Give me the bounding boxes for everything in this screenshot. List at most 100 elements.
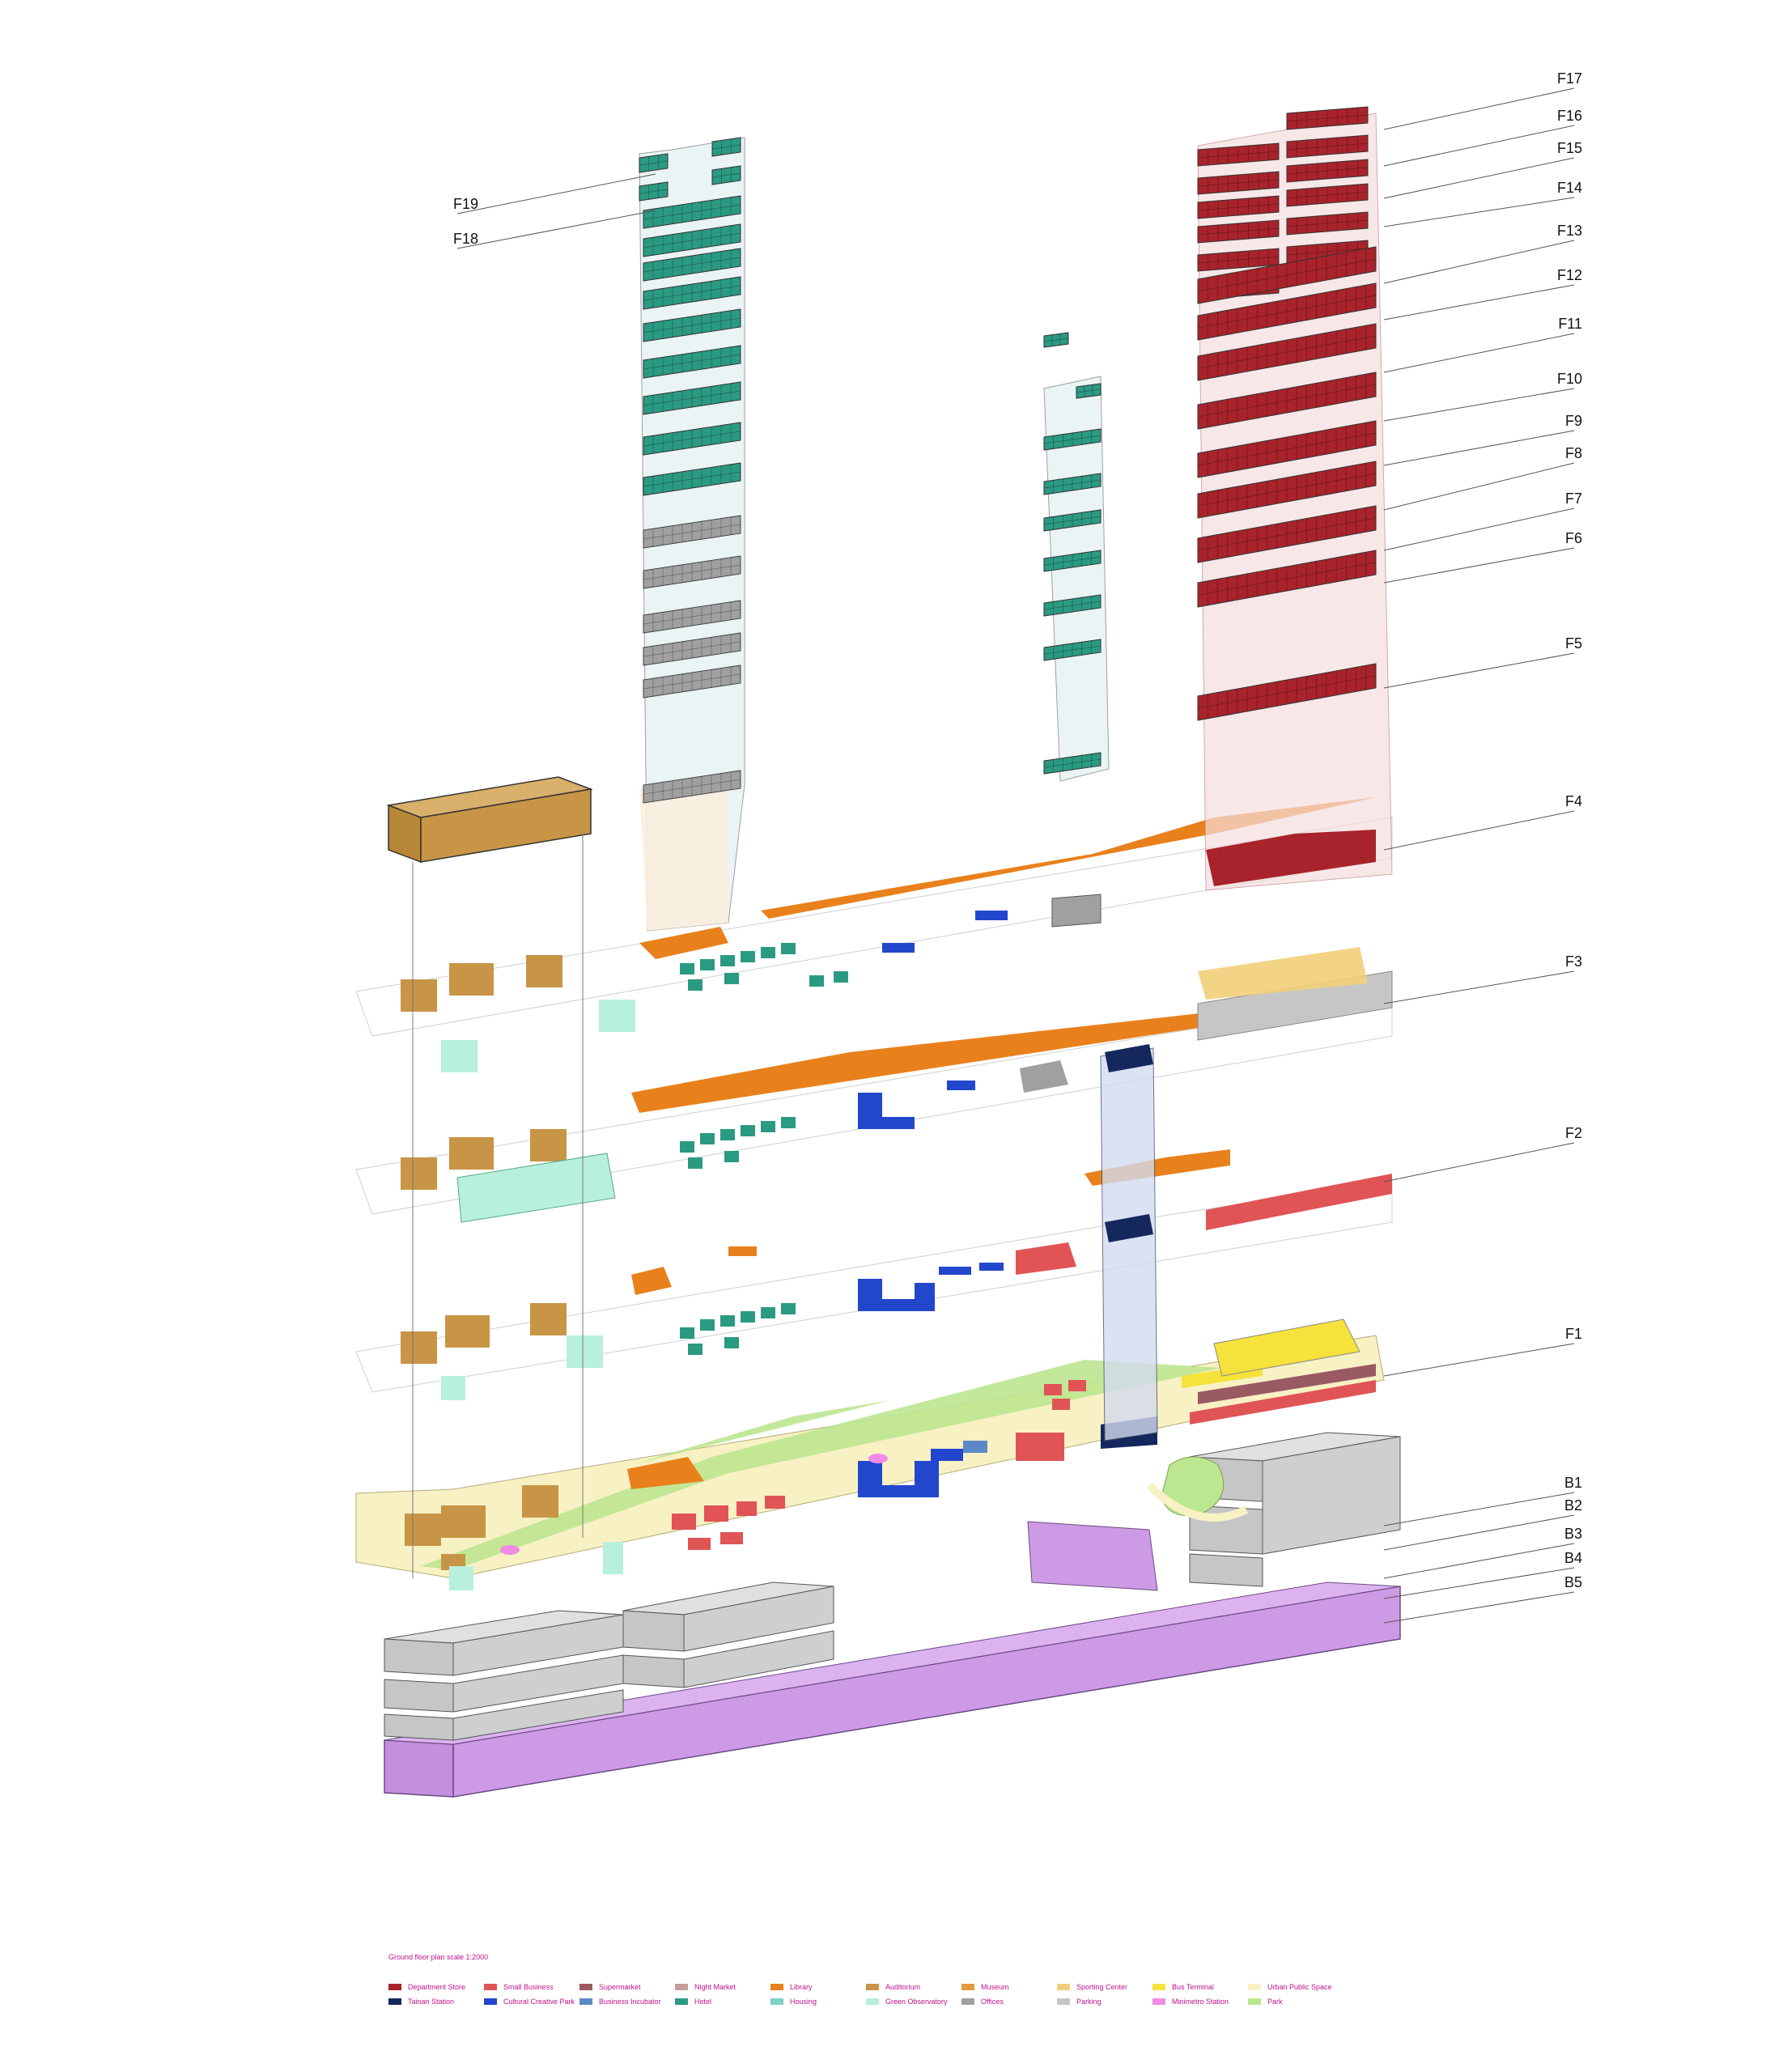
- leader-line-f10: [1383, 388, 1575, 422]
- floor-slab: [643, 422, 741, 456]
- leader-line-f8: [1383, 462, 1575, 511]
- legend-item: Park: [1248, 1998, 1283, 2006]
- auditorium-box: [386, 776, 593, 1578]
- legend-swatch: [579, 1998, 592, 2005]
- legend-item: Urban Public Space: [1248, 1983, 1332, 1991]
- slab-grid-line: [1197, 517, 1377, 551]
- leader-line-f2: [1383, 1142, 1575, 1182]
- legend-swatch: [1152, 1998, 1165, 2005]
- floor-slab: [643, 381, 741, 415]
- leader-line-f4: [1383, 810, 1575, 851]
- slab-grid-line: [1286, 114, 1369, 122]
- leader-line-f9: [1383, 430, 1575, 466]
- legend-item: Business Incubator: [579, 1998, 661, 2006]
- floor-label-f6: F6: [1565, 530, 1582, 546]
- slab-grid-line: [1197, 179, 1280, 187]
- slab-grid-line: [1043, 758, 1101, 768]
- floor-slab: [1286, 183, 1369, 207]
- leader-line-f11: [1383, 333, 1575, 373]
- floor-slab: [1043, 550, 1101, 572]
- floor-label-f9: F9: [1565, 413, 1582, 429]
- legend-swatch: [484, 1984, 497, 1990]
- legend-item: Parking: [1057, 1998, 1101, 2006]
- floor-slab: [1197, 282, 1377, 341]
- slab-grid-line: [643, 673, 741, 690]
- slab-grid-line: [1197, 203, 1280, 211]
- legend-label: Park: [1267, 1998, 1283, 2006]
- slab-grid-line: [1197, 295, 1377, 329]
- floor-label-f5: F5: [1565, 635, 1582, 652]
- leader-line-b1: [1383, 1492, 1575, 1526]
- slab-grid-line: [643, 317, 741, 333]
- floor-label-b4: B4: [1564, 1550, 1582, 1566]
- legend-label: Cultural Creative Park: [503, 1998, 575, 2006]
- legend-item: Hotel: [675, 1998, 711, 2006]
- legend-label: Tainan Station: [408, 1998, 455, 2006]
- floor-slab: [1197, 246, 1377, 304]
- legend-swatch: [675, 1984, 688, 1990]
- slab-grid-line: [1197, 473, 1377, 507]
- leader-line-b5: [1383, 1591, 1575, 1624]
- slab-grid-line: [643, 257, 741, 273]
- legend-swatch: [388, 1998, 401, 2005]
- floor-slab: [643, 515, 741, 549]
- legend-swatch: [866, 1984, 879, 1990]
- department-store-tower: [1197, 106, 1393, 891]
- floor-slab: [1197, 372, 1377, 430]
- slab-grid-line: [1197, 258, 1377, 292]
- slab-grid-line: [643, 524, 741, 540]
- floor-slab: [1197, 142, 1280, 167]
- legend-label: Green Observatory: [885, 1998, 948, 2006]
- legend-swatch: [1248, 1998, 1261, 2005]
- floor-label-b5: B5: [1564, 1574, 1582, 1590]
- leader-line-f19: [456, 173, 656, 214]
- legend-label: Minimetro Station: [1172, 1998, 1229, 2006]
- leader-line-f17: [1383, 87, 1575, 130]
- legend-label: Housing: [790, 1998, 817, 2006]
- leader-line-f13: [1383, 240, 1575, 284]
- slab-grid-line: [1043, 516, 1101, 525]
- parking-stacks: [384, 1432, 1401, 1741]
- slab-grid-line: [1286, 167, 1369, 175]
- floor-slab: [1043, 639, 1101, 661]
- legend-item: Sporting Center: [1057, 1983, 1127, 1991]
- floor-slab: [643, 345, 741, 379]
- floor-slab: [643, 664, 741, 698]
- slab-grid-line: [1043, 556, 1101, 566]
- legend-item: Auditorium: [866, 1983, 920, 1991]
- floor-slab: [711, 165, 741, 185]
- slab-grid-line: [1286, 191, 1369, 199]
- legend-label: Department Store: [408, 1983, 466, 1991]
- legend-label: Sporting Center: [1076, 1983, 1128, 1991]
- leader-line-f1: [1383, 1343, 1575, 1377]
- legend-swatch: [675, 1998, 688, 2005]
- station-tower: [1100, 1044, 1158, 1441]
- slab-grid-line: [1043, 479, 1101, 489]
- legend-item: Small Business: [484, 1983, 554, 1991]
- leader-line-f12: [1383, 284, 1575, 321]
- slab-grid-line: [1197, 335, 1377, 369]
- floor-slab: [643, 308, 741, 342]
- slab-grid-line: [643, 354, 741, 370]
- floor-slab: [1043, 428, 1101, 451]
- slab-grid-line: [1043, 645, 1101, 655]
- floor-slab: [1076, 383, 1101, 399]
- legend-item: Night Market: [675, 1983, 736, 1991]
- floor-label-b2: B2: [1564, 1497, 1582, 1514]
- slab-grid-line: [1286, 219, 1369, 227]
- legend-label: Business Incubator: [599, 1998, 661, 2006]
- leader-line-f5: [1383, 652, 1575, 689]
- floor-slab: [1043, 752, 1101, 775]
- floor-label-f18: F18: [453, 231, 478, 247]
- legend-label: Museum: [981, 1983, 1009, 1991]
- basement-block: [384, 1521, 1401, 1798]
- legend-item: Museum: [961, 1983, 1009, 1991]
- leader-line-f18: [456, 210, 656, 249]
- department-store-floors: [1197, 106, 1377, 721]
- slab-grid-line: [1286, 142, 1369, 151]
- floor-label-f12: F12: [1557, 267, 1582, 283]
- slab-grid-line: [1043, 601, 1101, 610]
- floor-slab: [643, 632, 741, 666]
